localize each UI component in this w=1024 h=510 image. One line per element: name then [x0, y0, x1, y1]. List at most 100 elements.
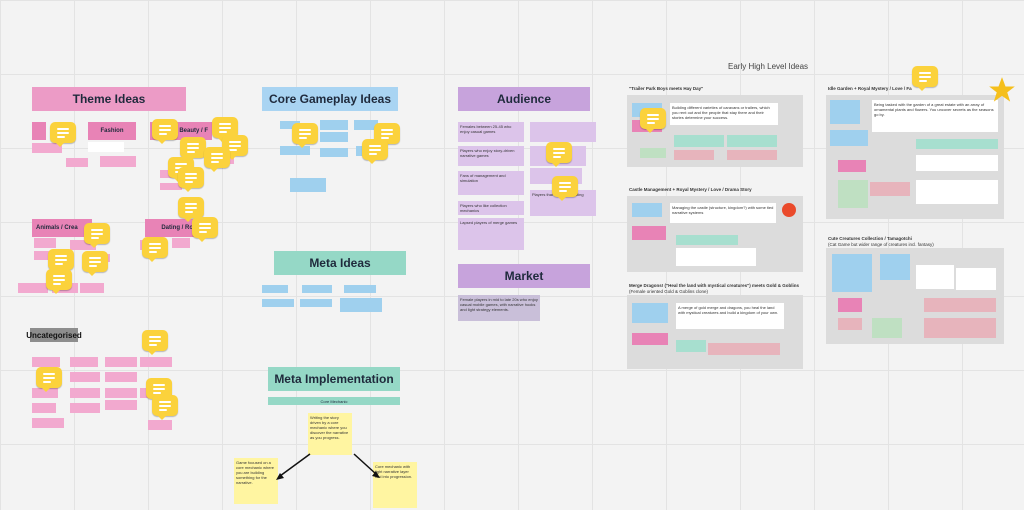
idle-sticky[interactable] — [916, 139, 998, 149]
uncat-sticky[interactable] — [70, 357, 98, 367]
core-sticky[interactable] — [280, 146, 310, 155]
theme-sticky[interactable] — [34, 238, 56, 248]
comment-icon[interactable] — [36, 367, 62, 392]
cute-sticky[interactable] — [924, 298, 996, 312]
uncat-sticky[interactable] — [32, 357, 60, 367]
comment-icon[interactable] — [46, 269, 72, 294]
comment-icon[interactable] — [84, 223, 110, 248]
theme-sticky[interactable] — [18, 283, 48, 293]
meta-implementation-header[interactable]: Meta Implementation — [268, 367, 400, 391]
audience-sticky[interactable]: Fans of management and simulation — [458, 171, 524, 195]
meta-sticky[interactable] — [344, 285, 376, 293]
comment-icon[interactable] — [912, 66, 938, 91]
trailer-sticky[interactable] — [674, 135, 724, 147]
comment-icon[interactable] — [640, 108, 666, 133]
comment-icon[interactable] — [180, 137, 206, 162]
meta-ideas-header[interactable]: Meta Ideas — [274, 251, 406, 275]
meta-sticky[interactable] — [300, 299, 332, 307]
cute-sticky[interactable] — [872, 318, 902, 338]
core-sticky[interactable] — [354, 120, 378, 130]
cute-sticky[interactable] — [880, 254, 910, 280]
meta-sticky[interactable] — [262, 299, 294, 307]
cute-sticky[interactable] — [838, 298, 862, 312]
castle-sticky[interactable] — [676, 235, 738, 245]
audience-sticky[interactable]: Players who enjoy story-driven narrative… — [458, 146, 524, 166]
red-dot-marker[interactable] — [782, 203, 796, 217]
meta-sticky[interactable] — [340, 298, 382, 312]
comment-icon[interactable] — [142, 237, 168, 262]
comment-icon[interactable] — [204, 147, 230, 172]
trailer-sticky[interactable] — [674, 150, 714, 160]
meta-sticky[interactable] — [302, 285, 332, 293]
audience-sticky[interactable]: Lapsed players of merge games — [458, 218, 524, 250]
audience-sticky[interactable] — [530, 122, 596, 142]
comment-icon[interactable] — [192, 217, 218, 242]
idle-sticky[interactable] — [830, 130, 868, 146]
comment-icon[interactable] — [292, 123, 318, 148]
trailer-sticky[interactable] — [640, 148, 666, 158]
theme-subheader-left[interactable] — [32, 122, 46, 140]
animals-header[interactable]: Animals / Crea — [32, 219, 92, 237]
uncat-sticky[interactable] — [70, 372, 100, 382]
merge-sticky[interactable] — [632, 333, 668, 345]
meta-sticky[interactable] — [262, 285, 288, 293]
comment-icon[interactable] — [178, 197, 204, 222]
core-gameplay-header[interactable]: Core Gameplay Ideas — [262, 87, 398, 111]
theme-sticky[interactable] — [80, 283, 104, 293]
castle-sticky[interactable] — [632, 203, 662, 217]
merge-sticky[interactable] — [632, 303, 668, 323]
trailer-sticky[interactable] — [727, 150, 777, 160]
core-sticky[interactable] — [320, 120, 348, 130]
theme-sticky[interactable] — [66, 158, 88, 167]
idle-sticky[interactable] — [838, 160, 866, 172]
uncat-sticky[interactable] — [140, 357, 172, 367]
idle-sticky[interactable] — [838, 180, 868, 208]
comment-icon[interactable] — [178, 167, 204, 192]
market-sticky[interactable]: Female players in mid to late 20s who en… — [458, 295, 540, 321]
comment-icon[interactable] — [552, 176, 578, 201]
merge-main-note[interactable]: A merge of gold merge and dragons, you h… — [676, 303, 784, 329]
comment-icon[interactable] — [50, 122, 76, 147]
meta-impl-left-sticky[interactable]: Game focused on a core mechanic where yo… — [234, 458, 278, 504]
uncat-sticky[interactable] — [32, 418, 64, 428]
theme-sticky[interactable] — [34, 251, 56, 260]
trailer-main-note[interactable]: Building different varieties of caravans… — [670, 103, 778, 125]
theme-sticky[interactable] — [70, 240, 96, 250]
theme-sticky[interactable] — [172, 238, 190, 248]
comment-icon[interactable] — [82, 251, 108, 276]
audience-sticky[interactable]: Players who like collection mechanics — [458, 201, 524, 215]
uncat-sticky[interactable] — [70, 388, 100, 398]
core-sticky[interactable] — [290, 178, 326, 192]
theme-sticky[interactable] — [100, 156, 136, 167]
idle-sticky[interactable] — [870, 182, 910, 196]
star-icon[interactable] — [988, 76, 1016, 104]
theme-sticky[interactable] — [160, 183, 182, 190]
dating-header[interactable]: Dating / Ro — [145, 219, 197, 237]
uncat-sticky[interactable] — [105, 388, 137, 398]
meta-impl-center-sticky[interactable]: Writing the story driven by a core mecha… — [308, 413, 352, 455]
core-sticky[interactable] — [280, 121, 300, 129]
audience-header[interactable]: Audience — [458, 87, 590, 111]
comment-icon[interactable] — [48, 249, 74, 274]
castle-sticky[interactable] — [632, 226, 666, 240]
uncat-sticky[interactable] — [105, 372, 137, 382]
uncat-sticky[interactable] — [32, 403, 56, 413]
trailer-sticky[interactable] — [727, 135, 777, 147]
theme-ideas-header[interactable]: Theme Ideas — [32, 87, 186, 111]
castle-main-note[interactable]: Managing the castle (structure, kingdom?… — [670, 203, 776, 223]
comment-icon[interactable] — [142, 330, 168, 355]
idle-sticky[interactable] — [830, 100, 860, 124]
cute-sticky[interactable] — [838, 318, 862, 330]
uncat-sticky[interactable] — [105, 400, 137, 410]
merge-sticky[interactable] — [708, 343, 780, 355]
theme-sticky[interactable] — [32, 143, 62, 153]
castle-sticky[interactable] — [676, 248, 756, 266]
uncat-sticky[interactable] — [105, 357, 137, 367]
comment-icon[interactable] — [546, 142, 572, 167]
idle-sticky[interactable] — [916, 180, 998, 204]
cute-sticky[interactable] — [924, 318, 996, 338]
cute-sticky[interactable] — [956, 268, 996, 290]
fashion-header[interactable]: Fashion — [88, 122, 136, 140]
audience-sticky[interactable]: Females between 25-45 who enjoy casual g… — [458, 122, 524, 142]
meta-impl-right-sticky[interactable]: Core mechanic with light narrative layer… — [373, 462, 417, 508]
